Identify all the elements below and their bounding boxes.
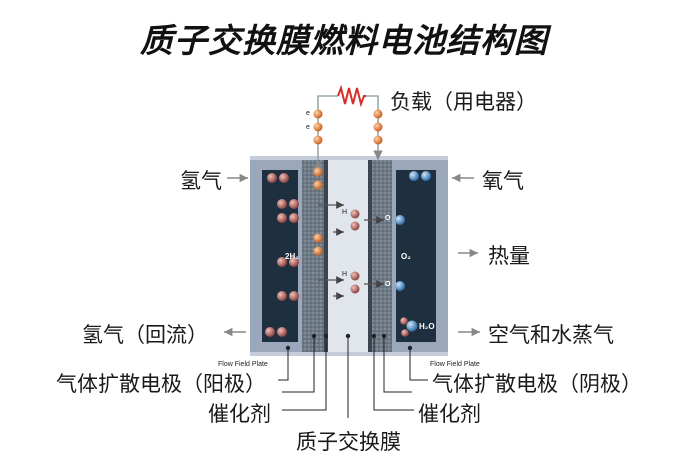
flow-field-plate-right: Flow Field Plate <box>430 361 480 368</box>
proton-arrows <box>318 201 384 300</box>
anode-diffusion-layer <box>302 160 324 352</box>
anode-gas-label: 2H₂ <box>285 252 299 261</box>
anode-catalyst-layer <box>324 160 328 352</box>
air-water-label: 空气和水蒸气 <box>488 323 614 347</box>
hydrogen-in-label: 氢气 <box>180 169 222 193</box>
page-title: 质子交换膜燃料电池结构图 <box>140 21 548 60</box>
water-label: H₂O <box>419 322 435 331</box>
proton-label-2: H <box>342 271 348 278</box>
gas-diffusion-anode-label: 气体扩散电极（阳极） <box>56 372 266 396</box>
load-label: 负载（用电器） <box>390 90 537 114</box>
proton-exchange-membrane <box>328 160 368 352</box>
hydrogen-molecules <box>265 173 299 337</box>
label-leader-lines <box>278 336 428 418</box>
membrane-label: 质子交换膜 <box>296 430 401 454</box>
leader-dots <box>285 333 413 351</box>
electron-label-2: e <box>306 124 310 131</box>
flow-field-plate-left: Flow Field Plate <box>218 361 268 368</box>
electron-group-right <box>373 109 383 145</box>
cathode-channel <box>396 170 436 342</box>
oxygen-molecules <box>395 171 431 291</box>
oxygen-in-label: 氧气 <box>482 169 524 193</box>
heat-label: 热量 <box>488 244 530 268</box>
resistor-icon <box>337 84 366 108</box>
cathode-gas-label: O₂ <box>401 252 411 261</box>
side-arrows <box>224 173 480 337</box>
electron-label: e <box>306 110 310 117</box>
oxygen-ion-label-2: O <box>385 281 391 288</box>
catalyst-left-label: 催化剂 <box>208 402 271 426</box>
electron-group-left <box>313 109 323 256</box>
gas-diffusion-cathode-label: 气体扩散电极（阴极） <box>432 372 642 396</box>
cathode-diffusion-layer <box>372 160 392 352</box>
oxygen-ion-label: O <box>385 215 391 222</box>
anode-channel <box>262 170 298 342</box>
proton-label: H <box>342 209 348 216</box>
hydrogen-return-label: 氢气（回流） <box>82 323 208 347</box>
catalyst-right-label: 催化剂 <box>418 402 481 426</box>
proton-group <box>350 209 360 294</box>
cathode-catalyst-layer <box>368 160 372 352</box>
water-molecule <box>400 317 418 337</box>
